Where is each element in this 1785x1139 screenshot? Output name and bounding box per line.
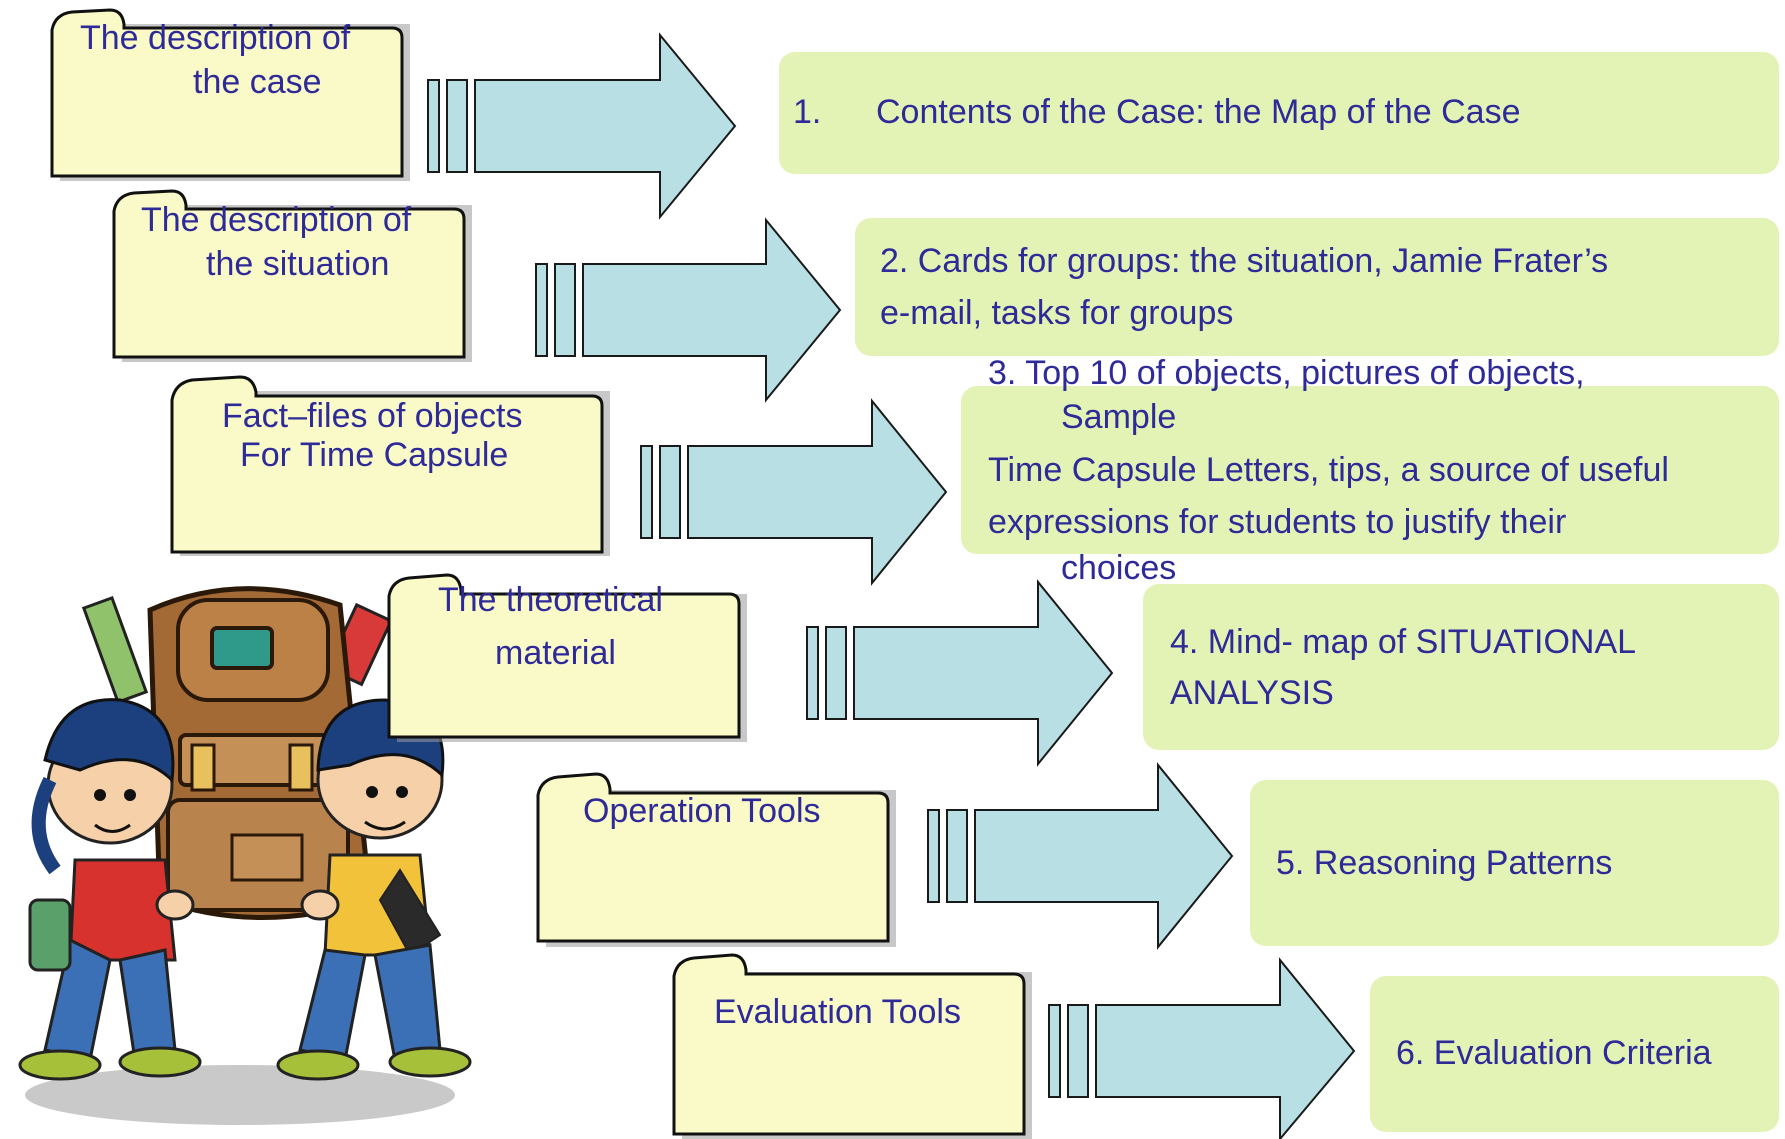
result-box-4 <box>1143 584 1779 750</box>
folder-5 <box>536 772 896 947</box>
result-box-6-text: 6. Evaluation Criteria <box>1396 1034 1712 1072</box>
folder-6-title: Evaluation Tools <box>714 993 961 1031</box>
folder-2-title: The description of <box>141 201 412 239</box>
arrow-5 <box>927 762 1234 950</box>
result-box-6 <box>1370 976 1779 1132</box>
folder-5-title: Operation Tools <box>583 792 821 830</box>
result-box-2-line-2: e-mail, tasks for groups <box>880 294 1234 332</box>
result-box-5 <box>1250 780 1779 946</box>
folder-1-subtitle: the case <box>193 63 322 101</box>
folder-2-subtitle: the situation <box>206 245 390 283</box>
folder-4 <box>387 573 747 742</box>
result-box-1 <box>779 52 1779 174</box>
result-box-4-line-2: ANALYSIS <box>1170 674 1334 712</box>
arrow-2 <box>535 217 842 403</box>
result-box-2-line-1: 2. Cards for groups: the situation, Jami… <box>880 242 1609 280</box>
result-box-3-line-5: choices <box>1061 549 1177 587</box>
result-box-1-text: Contents of the Case: the Map of the Cas… <box>876 93 1521 131</box>
result-box-4-line-1: 4. Mind- map of SITUATIONAL <box>1170 623 1637 661</box>
folder-4-title: The theoretical <box>438 581 663 619</box>
folder-1 <box>50 8 410 181</box>
arrow-3 <box>640 398 948 586</box>
result-box-3-line-1: 3. Top 10 of objects, pictures of object… <box>988 354 1585 392</box>
folder-3-title: Fact–files of objects <box>222 397 523 435</box>
folder-1-title: The description of <box>80 19 351 57</box>
result-box-5-text: 5. Reasoning Patterns <box>1276 844 1613 882</box>
folder-2 <box>112 189 472 362</box>
folder-3 <box>170 375 610 556</box>
arrow-4 <box>806 579 1114 767</box>
result-box-3-line-3: Time Capsule Letters, tips, a source of … <box>988 451 1669 489</box>
result-box-3 <box>961 386 1779 554</box>
folder-6 <box>672 953 1032 1139</box>
result-box-2 <box>855 218 1779 356</box>
result-box-3-line-2: Sample <box>1061 398 1177 436</box>
result-box-3-line-4: expressions for students to justify thei… <box>988 503 1567 541</box>
result-box-1-number: 1. <box>793 93 822 131</box>
arrow-1 <box>427 32 737 220</box>
folder-4-subtitle: material <box>495 634 616 672</box>
children-carrying-backpack-illustration <box>18 586 472 1125</box>
folder-3-subtitle: For Time Capsule <box>240 436 509 474</box>
arrow-6 <box>1048 957 1356 1139</box>
